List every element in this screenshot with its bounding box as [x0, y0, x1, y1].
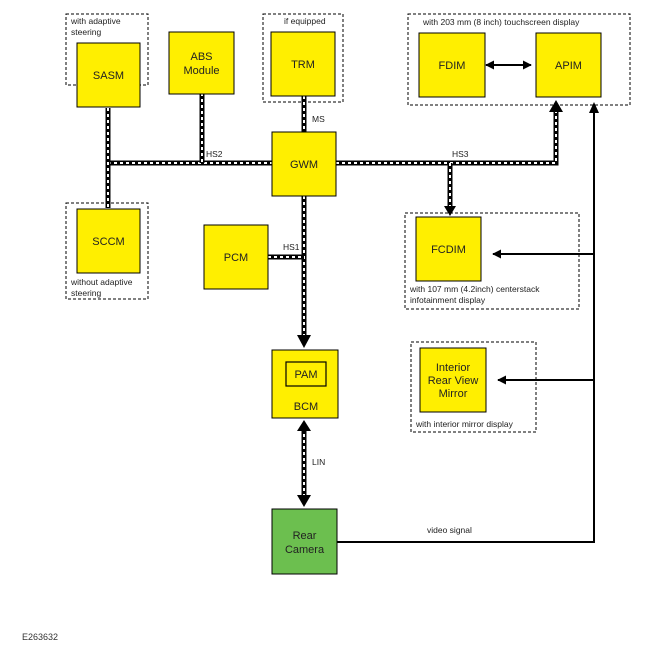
- fcdim-module: FCDIM: [415, 216, 482, 282]
- abs-module: ABS Module: [168, 31, 235, 95]
- apim-label: APIM: [555, 60, 582, 72]
- sasm-option-group: [65, 13, 149, 86]
- fcdim-label: FCDIM: [431, 244, 466, 256]
- mirror-label-line3: Mirror: [439, 388, 468, 400]
- fdim-label: FDIM: [439, 60, 466, 72]
- sasm-module: SASM: [76, 42, 141, 108]
- figure-id: E263632: [22, 632, 58, 642]
- hs3-bus-line: [336, 112, 559, 166]
- apim-note: with 203 mm (8 inch) touchscreen display: [422, 17, 580, 27]
- apim-option-group: [407, 13, 631, 106]
- bcm-module: PAM BCM: [271, 349, 339, 419]
- apim-module: APIM: [535, 32, 602, 98]
- sccm-note-line1: without adaptive: [70, 277, 133, 287]
- trm-note: if equipped: [284, 16, 326, 26]
- lin-bus-label: LIN: [312, 457, 325, 467]
- trm-module: TRM: [270, 31, 336, 97]
- mirror-option-group: [410, 341, 537, 433]
- video-signal-lines: [337, 102, 599, 543]
- bcm-lin-arrowhead: [297, 420, 311, 431]
- camera-label-line1: Rear: [293, 530, 317, 542]
- fcdim-note-line1: with 107 mm (4.2inch) centerstack: [409, 284, 540, 294]
- fcdim-arrowhead: [444, 206, 456, 216]
- fcdim-option-group: [404, 212, 580, 310]
- bus-arrowheads: [297, 100, 563, 507]
- mirror-module: Interior Rear View Mirror: [419, 347, 487, 413]
- fcdim-note-line2: infotainment display: [410, 295, 486, 305]
- abs-label-line1: ABS: [190, 51, 212, 63]
- video-signal-label: video signal: [427, 525, 472, 535]
- trm-label: TRM: [291, 59, 315, 71]
- ms-bus-label: MS: [312, 114, 325, 124]
- pam-inner-box: [285, 361, 327, 387]
- hs1-bus-label: HS1: [283, 242, 300, 252]
- fdim-module: FDIM: [418, 32, 486, 98]
- mirror-label-line1: Interior: [436, 362, 471, 374]
- sccm-label: SCCM: [92, 236, 124, 248]
- rear-camera-module: Rear Camera: [271, 508, 338, 575]
- sccm-module: SCCM: [76, 208, 141, 274]
- video-trunk-line: [337, 112, 595, 543]
- pcm-module: PCM: [203, 224, 269, 290]
- mirror-label-line2: Rear View: [428, 375, 479, 387]
- abs-label-line2: Module: [183, 65, 219, 77]
- mirror-note: with interior mirror display: [415, 419, 514, 429]
- pcm-label: PCM: [224, 252, 248, 264]
- video-apim-arrowhead: [589, 102, 599, 113]
- sasm-label: SASM: [93, 70, 124, 82]
- pam-label: PAM: [294, 369, 317, 381]
- sasm-note-line2: steering: [71, 27, 102, 37]
- hs3-bus-label: HS3: [452, 149, 469, 159]
- bcm-arrowhead: [297, 335, 311, 348]
- hs2-bus-label: HS2: [206, 149, 223, 159]
- sccm-note-line2: steering: [71, 288, 102, 298]
- gwm-module: GWM: [271, 131, 337, 197]
- camera-lin-arrowhead: [297, 495, 311, 507]
- gwm-label: GWM: [290, 159, 318, 171]
- apim-arrowhead: [549, 100, 563, 112]
- camera-label-line2: Camera: [285, 544, 325, 556]
- bcm-label: BCM: [294, 401, 318, 413]
- network-buses: [105, 93, 559, 497]
- sasm-note-line1: with adaptive: [70, 16, 121, 26]
